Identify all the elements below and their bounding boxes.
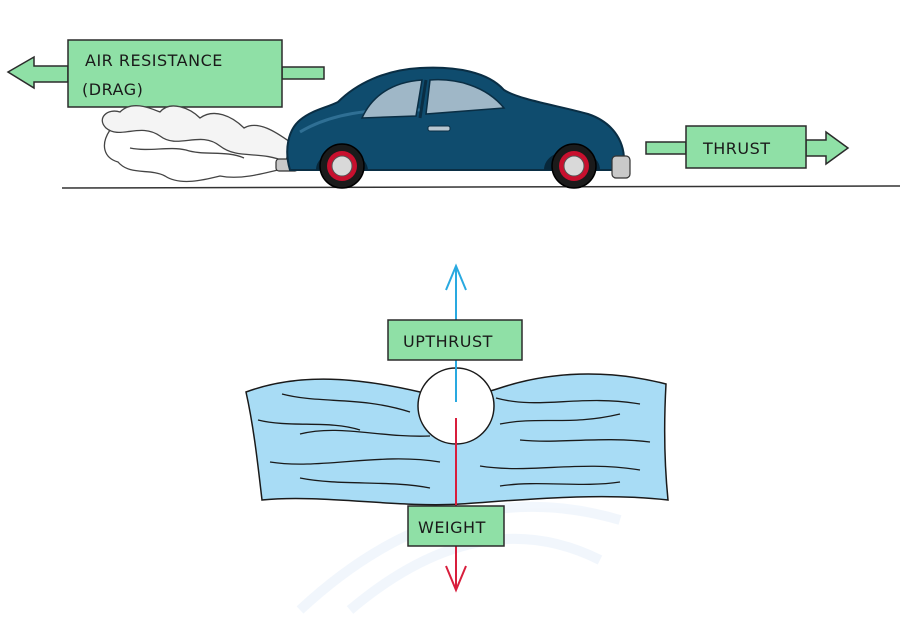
upthrust-label-box: UPTHRUST bbox=[387, 319, 523, 361]
weight-arrow bbox=[445, 418, 467, 593]
exhaust-smoke-icon bbox=[101, 105, 291, 183]
drag-arrow bbox=[6, 55, 325, 90]
weight-label-box: WEIGHT bbox=[407, 505, 505, 547]
thrust-arrow bbox=[645, 130, 850, 166]
weight-label: WEIGHT bbox=[418, 518, 486, 537]
drag-label-box: AIR RESISTANCE (DRAG) bbox=[67, 39, 283, 108]
thrust-label: THRUST bbox=[702, 139, 771, 158]
car-icon bbox=[275, 66, 631, 189]
thrust-label-box: THRUST bbox=[685, 125, 807, 169]
drag-label-line1: AIR RESISTANCE bbox=[85, 51, 223, 70]
drag-label-line2: (DRAG) bbox=[82, 80, 143, 99]
upthrust-label: UPTHRUST bbox=[403, 332, 493, 351]
ground-line bbox=[61, 185, 901, 189]
